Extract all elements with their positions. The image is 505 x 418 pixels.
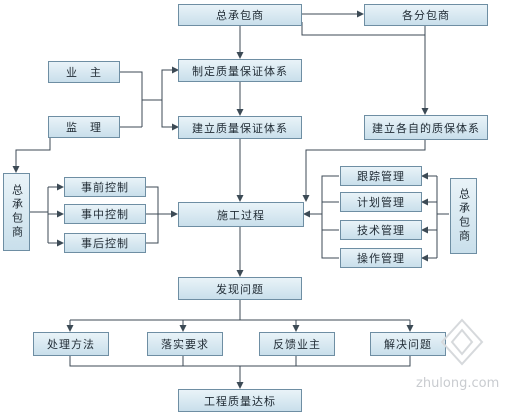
node-establish-own-quality-system: 建立各自的质保体系	[364, 115, 488, 140]
node-implement-requirements: 落实要求	[147, 332, 223, 356]
node-planning-management: 计划管理	[340, 192, 422, 212]
watermark-logo-icon	[440, 318, 484, 366]
node-technical-management: 技术管理	[340, 220, 422, 240]
node-owner: 业 主	[48, 61, 120, 83]
arrow-supervisor-to-gc-left	[12, 137, 51, 173]
node-find-problems: 发现问题	[178, 277, 302, 300]
node-supervisor: 监 理	[48, 116, 120, 138]
owner-line	[120, 71, 143, 127]
actions-bottom-bus	[69, 356, 411, 367]
post-control-bracket	[146, 214, 159, 244]
pre-control-bracket	[146, 186, 159, 214]
node-mid-control: 事中控制	[64, 204, 146, 224]
node-general-contractor-left: 总承包商	[3, 173, 30, 251]
node-construction-process: 施工过程	[178, 202, 304, 227]
node-general-contractor-right: 总承包商	[450, 178, 477, 254]
node-handling-method: 处理方法	[33, 332, 109, 356]
arrow-own-system-to-process	[302, 140, 426, 202]
bracket-to-establish	[161, 100, 179, 131]
mgmt-bracket	[321, 175, 339, 259]
arrow-gc-to-own-system	[301, 22, 429, 115]
node-general-contractor-top: 总承包商	[178, 4, 302, 26]
node-pre-control: 事前控制	[64, 177, 146, 197]
node-solve-problems: 解决问题	[370, 332, 446, 356]
bracket-to-formulate	[142, 66, 179, 101]
node-feedback-owner: 反馈业主	[259, 332, 335, 356]
node-operation-management: 操作管理	[340, 248, 422, 268]
node-establish-quality-system: 建立质量保证体系	[178, 116, 302, 139]
node-formulate-quality-system: 制定质量保证体系	[178, 59, 302, 82]
node-quality-target: 工程质量达标	[178, 389, 302, 412]
node-post-control: 事后控制	[64, 233, 146, 253]
node-tracking-management: 跟踪管理	[340, 166, 422, 186]
node-subcontractors: 各分包商	[364, 4, 488, 26]
watermark-text: zhulong.com	[416, 376, 500, 391]
